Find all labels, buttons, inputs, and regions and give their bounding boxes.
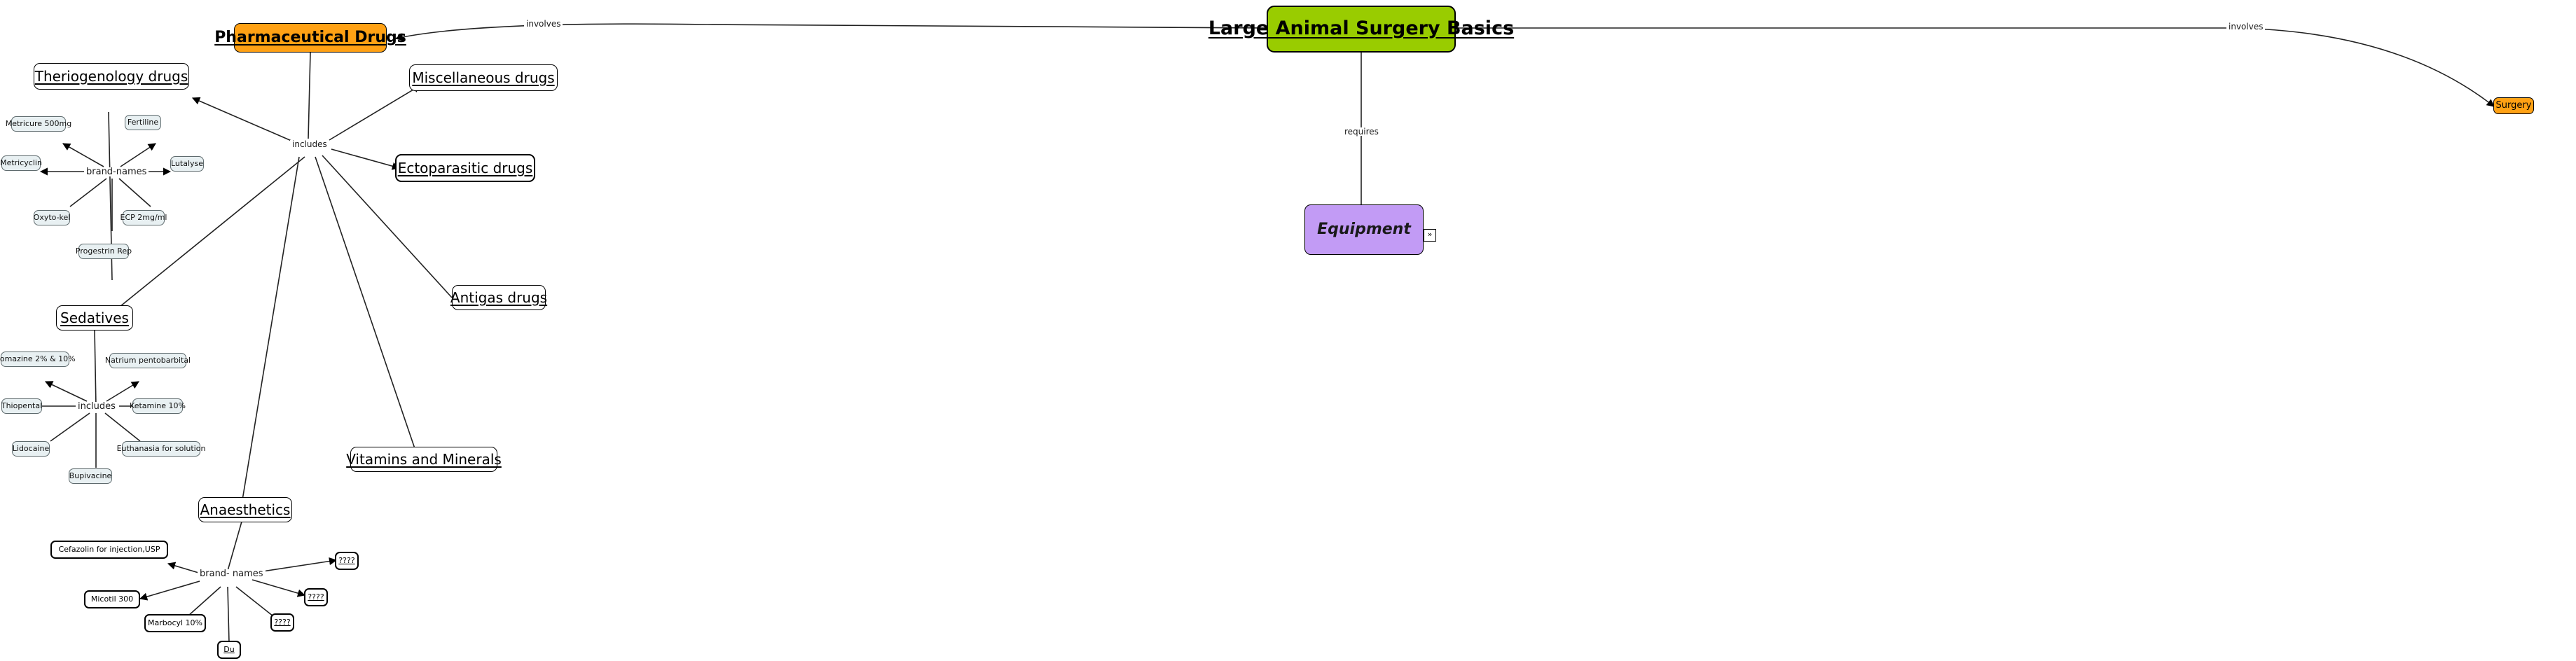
node-ectoparasitic-drugs[interactable]: Ectoparasitic drugs: [395, 154, 535, 182]
edge-label-brand-names-anaesthetics: brand- names: [198, 569, 266, 578]
leaf-cefazolin-for-injection-usp[interactable]: Cefazolin for injection,USP: [50, 541, 168, 559]
edge-label-involves-right: involves: [2226, 22, 2266, 31]
leaf-label: Bupivacine: [69, 471, 112, 481]
node-label: Anaesthetics: [200, 501, 291, 518]
leaf-label: Metricyclin: [0, 158, 42, 168]
leaf-label: Bomazine 2% & 10%: [0, 354, 76, 364]
leaf-oxyto-kel[interactable]: Oxyto-kel: [34, 210, 70, 225]
leaf-natrium-pentobarbital[interactable]: Natrium pentobarbital: [105, 353, 191, 368]
leaf-lidocaine[interactable]: Lidocaine: [12, 441, 50, 457]
node-theriogenology-drugs[interactable]: Theriogenology drugs: [34, 63, 189, 90]
chevron-right-icon[interactable]: »: [1424, 229, 1436, 242]
leaf-label: Lidocaine: [12, 444, 50, 454]
node-label: Equipment: [1317, 221, 1411, 239]
leaf-label: Micotil 300: [90, 594, 134, 604]
leaf-thiopental[interactable]: Thiopental: [1, 398, 42, 414]
node-label: Miscellaneous drugs: [412, 69, 555, 86]
node-vitamins-and-minerals[interactable]: Vitamins and Minerals: [346, 447, 502, 472]
leaf-lutalyse[interactable]: Lutalyse: [170, 156, 204, 172]
leaf-label: Du: [223, 645, 235, 655]
leaf-label: Euthanasia for solution: [116, 444, 206, 454]
leaf-fertiline[interactable]: Fertiline: [125, 115, 161, 130]
leaf-bupivacine[interactable]: Bupivacine: [69, 468, 112, 484]
edge-label-requires: requires: [1342, 127, 1381, 136]
node-miscellaneous-drugs[interactable]: Miscellaneous drugs: [409, 64, 558, 91]
edge-label-includes-sedatives: includes: [76, 402, 118, 411]
node-label: Ectoparasitic drugs: [397, 159, 533, 176]
node-label: Pharmaceutical Drugs: [214, 29, 406, 47]
node-label: Large Animal Surgery Basics: [1208, 18, 1515, 40]
leaf-label: ????: [274, 618, 291, 627]
node-label: Sedatives: [60, 309, 129, 326]
leaf-label: ECP 2mg/ml: [120, 213, 167, 223]
node-label: Surgery: [2495, 100, 2532, 111]
leaf-euthanasia-for-solution[interactable]: Euthanasia for solution: [117, 441, 205, 457]
leaf-label: Natrium pentobarbital: [104, 356, 191, 366]
leaf-label: Ketamine 10%: [130, 401, 186, 411]
leaf-label: Cefazolin for injection,USP: [58, 545, 160, 555]
leaf-label: Progestrin Rep: [75, 246, 132, 256]
leaf-label: Oxyto-kel: [33, 213, 71, 223]
leaf-metricyclin[interactable]: Metricyclin: [0, 155, 42, 171]
edge-label-includes-pharma: includes: [290, 140, 329, 148]
leaf-metricure-500mg[interactable]: Metricure 500mg: [6, 116, 71, 132]
edge-label-brand-names-theriogenology: brand-names: [84, 167, 149, 176]
node-anaesthetics[interactable]: Anaesthetics: [198, 497, 292, 522]
leaf-unknown-3[interactable]: ????: [335, 552, 359, 570]
leaf-micotil-300[interactable]: Micotil 300: [84, 590, 140, 608]
leaf-label: Metricure 500mg: [5, 119, 72, 129]
node-sedatives[interactable]: Sedatives: [56, 305, 133, 330]
leaf-label: Thiopental: [1, 401, 43, 411]
node-pharmaceutical-drugs[interactable]: Pharmaceutical Drugs: [214, 23, 406, 53]
leaf-unknown-1[interactable]: ????: [270, 613, 294, 632]
leaf-label: Marbocyl 10%: [147, 618, 203, 628]
node-surgery[interactable]: Surgery: [2493, 97, 2534, 114]
leaf-label: ????: [338, 556, 355, 566]
leaf-bomazine[interactable]: Bomazine 2% & 10%: [0, 352, 76, 367]
leaf-marbocyl-10[interactable]: Marbocyl 10%: [144, 614, 206, 632]
leaf-ecp-2mg-ml[interactable]: ECP 2mg/ml: [120, 210, 167, 225]
leaf-du[interactable]: Du: [217, 641, 241, 659]
node-equipment[interactable]: Equipment: [1304, 204, 1424, 255]
node-large-animal-surgery-basics[interactable]: Large Animal Surgery Basics: [1208, 6, 1514, 53]
node-label: Antigas drugs: [450, 288, 548, 306]
node-label: Vitamins and Minerals: [346, 450, 502, 468]
leaf-progestrin-rep[interactable]: Progestrin Rep: [75, 244, 132, 259]
leaf-label: ????: [308, 592, 324, 602]
edge-label-involves-left: involves: [524, 20, 563, 28]
node-antigas-drugs[interactable]: Antigas drugs: [450, 285, 548, 310]
leaf-label: Lutalyse: [170, 159, 204, 169]
leaf-unknown-2[interactable]: ????: [304, 588, 328, 606]
node-label: Theriogenology drugs: [34, 67, 188, 85]
leaf-label: Fertiline: [127, 118, 159, 127]
leaf-ketamine-10[interactable]: Ketamine 10%: [130, 398, 186, 414]
